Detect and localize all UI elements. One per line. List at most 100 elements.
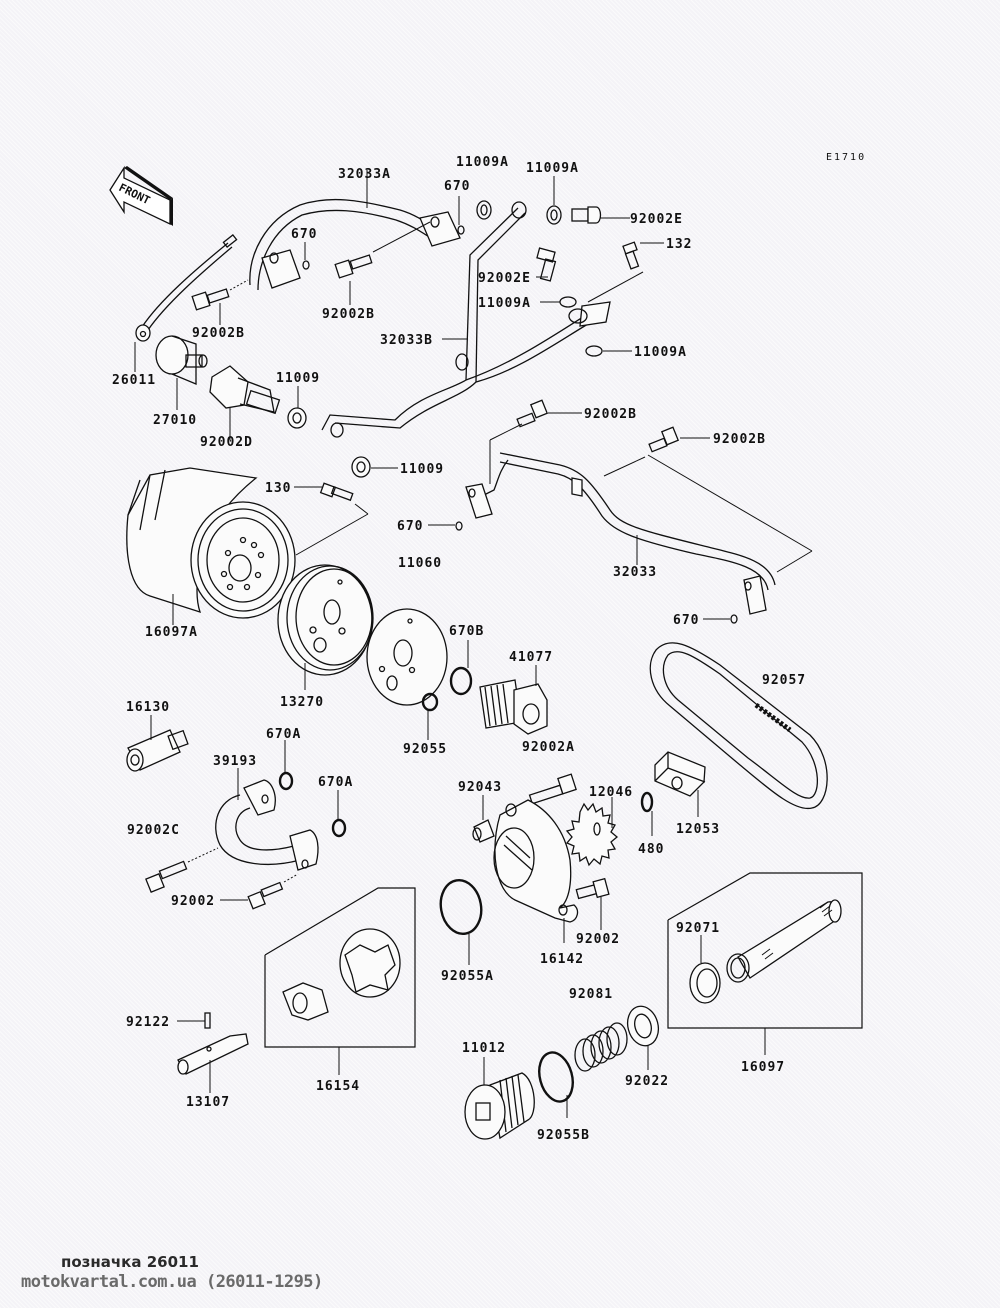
label-12046: 12046	[589, 785, 633, 800]
o-ring-670a[interactable]	[278, 771, 294, 791]
label-26011: 26011	[112, 373, 156, 388]
label-92055A: 92055A	[441, 969, 494, 984]
label-670B: 670B	[449, 624, 484, 639]
chain-guide-12053[interactable]	[654, 751, 706, 797]
bolt-92002e[interactable]	[571, 206, 602, 224]
label-670A-1: 670A	[266, 727, 301, 742]
o-ring-670[interactable]	[457, 225, 465, 235]
label-11012: 11012	[462, 1041, 506, 1056]
circlip-480[interactable]	[640, 791, 654, 813]
label-16130: 16130	[126, 700, 170, 715]
label-92043: 92043	[458, 780, 502, 795]
label-92002D: 92002D	[200, 435, 253, 450]
o-ring-670[interactable]	[455, 521, 463, 531]
label-16154: 16154	[316, 1079, 360, 1094]
o-ring-670a[interactable]	[331, 818, 347, 838]
washer-11009[interactable]	[287, 407, 307, 429]
bolt-92002[interactable]	[247, 881, 284, 910]
oil-pipe-39193[interactable]	[215, 779, 319, 871]
bolt-92002b[interactable]	[191, 288, 230, 311]
label-480: 480	[638, 842, 664, 857]
oil-pipe-32033[interactable]	[465, 452, 776, 615]
label-11009A-top-2: 11009A	[526, 161, 579, 176]
label-92002E-mid: 92002E	[478, 271, 531, 286]
washer-11009a[interactable]	[546, 205, 562, 225]
pump-shaft-13107[interactable]	[177, 1033, 249, 1075]
rotor-set-16154[interactable]	[264, 887, 416, 1048]
o-ring-92055a[interactable]	[437, 877, 486, 937]
dowel-pin-92043[interactable]	[472, 819, 495, 843]
sensor-wire-26011[interactable]	[135, 234, 238, 342]
bolt-132[interactable]	[622, 241, 640, 270]
label-32033A: 32033A	[338, 167, 391, 182]
oil-pressure-switch-27010[interactable]	[155, 335, 208, 385]
figure-code: E1710	[826, 152, 866, 163]
label-92002E-right: 92002E	[630, 212, 683, 227]
oil-strainer-16097[interactable]	[667, 872, 863, 1029]
label-92002-center: 92002	[576, 932, 620, 947]
o-ring-92055[interactable]	[421, 692, 439, 712]
plug-11012[interactable]	[464, 1072, 535, 1140]
washer-11009a[interactable]	[585, 345, 603, 357]
label-130: 130	[265, 481, 291, 496]
o-ring-670[interactable]	[302, 260, 310, 270]
washer-11009a[interactable]	[476, 200, 492, 220]
sprocket-12046[interactable]	[565, 802, 619, 867]
label-92081: 92081	[569, 987, 613, 1002]
bolt-92002b[interactable]	[516, 399, 549, 428]
label-670-pipe-left: 670	[397, 519, 423, 534]
label-92071: 92071	[676, 921, 720, 936]
label-27010: 27010	[153, 413, 197, 428]
bypass-valve-16130[interactable]	[126, 729, 189, 772]
spring-92081[interactable]	[574, 1022, 628, 1072]
label-12053: 12053	[676, 822, 720, 837]
oil-cooler-13270[interactable]	[277, 564, 374, 676]
label-670-pipe-right: 670	[673, 613, 699, 628]
label-132: 132	[666, 237, 692, 252]
bolt-92002b[interactable]	[648, 426, 680, 453]
label-32033B: 32033B	[380, 333, 433, 348]
label-92002-left: 92002	[171, 894, 215, 909]
bolt-92002c[interactable]	[145, 860, 188, 893]
o-ring-92055b[interactable]	[534, 1049, 578, 1106]
label-11009-lower: 11009	[400, 462, 444, 477]
bolt[interactable]	[528, 773, 577, 805]
label-32033: 32033	[613, 565, 657, 580]
washer-92022[interactable]	[623, 1003, 662, 1049]
label-92002A: 92002A	[522, 740, 575, 755]
oil-filter-16097a[interactable]	[126, 467, 296, 619]
label-11009A-mid: 11009A	[478, 296, 531, 311]
oil-pipe-32033a[interactable]	[249, 198, 461, 291]
oil-pipe-32033b[interactable]	[321, 201, 611, 431]
footer-watermark: motokvartal.com.ua (26011-1295)	[21, 1272, 323, 1292]
bolt-92002[interactable]	[575, 877, 610, 900]
washer-11009[interactable]	[351, 456, 371, 478]
plate-11060[interactable]	[366, 608, 448, 706]
bolt-92002e[interactable]	[536, 247, 557, 282]
label-16097A: 16097A	[145, 625, 198, 640]
label-41077: 41077	[509, 650, 553, 665]
relief-valve-41077[interactable]	[479, 679, 548, 735]
o-ring-670b[interactable]	[449, 666, 473, 696]
bolt-92002b[interactable]	[334, 254, 373, 279]
bolt-130[interactable]	[319, 482, 354, 502]
label-92055B: 92055B	[537, 1128, 590, 1143]
pump-housing-16142[interactable]	[493, 799, 579, 923]
fitting-92002d[interactable]	[209, 365, 281, 415]
chain-92057[interactable]	[649, 642, 828, 810]
label-92055: 92055	[403, 742, 447, 757]
label-92002C: 92002C	[127, 823, 180, 838]
label-92002B-left: 92002B	[192, 326, 245, 341]
label-16142: 16142	[540, 952, 584, 967]
pin-92122[interactable]	[204, 1012, 211, 1029]
label-92057: 92057	[762, 673, 806, 688]
label-11060: 11060	[398, 556, 442, 571]
oil-seal-92071[interactable]	[689, 962, 721, 1004]
o-ring-670[interactable]	[730, 614, 738, 624]
label-13107: 13107	[186, 1095, 230, 1110]
label-11009A-lower: 11009A	[634, 345, 687, 360]
label-11009A-top-1: 11009A	[456, 155, 509, 170]
washer-11009a[interactable]	[559, 296, 577, 308]
label-92002B-mid: 92002B	[322, 307, 375, 322]
label-39193: 39193	[213, 754, 257, 769]
